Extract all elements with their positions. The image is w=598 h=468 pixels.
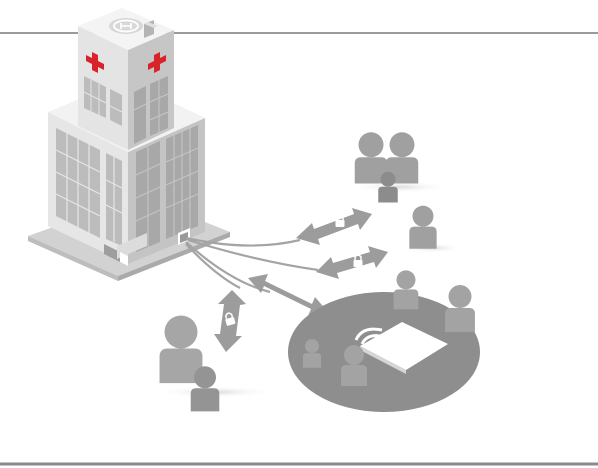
- red-cross-icon: [148, 52, 166, 73]
- helipad-icon: [109, 18, 143, 34]
- wifi-signal-icon: [354, 327, 383, 346]
- family-group: [350, 132, 450, 203]
- double-headed-arrow-icon: [316, 246, 388, 279]
- tablet-icon: [360, 322, 448, 374]
- person-icon: [445, 284, 475, 333]
- connection-lines: [185, 236, 319, 294]
- person-icon: [378, 171, 398, 203]
- individual-user: [400, 205, 464, 253]
- hospital-building-icon: [28, 8, 230, 281]
- patient-group: [156, 315, 276, 412]
- person-icon: [190, 366, 220, 412]
- padlock-icon: [334, 214, 346, 228]
- double-headed-arrow-icon: [248, 274, 328, 316]
- person-icon: [409, 205, 437, 249]
- red-cross-icon: [86, 52, 104, 73]
- double-headed-arrow-icon: [214, 290, 246, 352]
- person-icon: [302, 339, 322, 368]
- person-icon: [393, 270, 419, 310]
- person-icon: [341, 345, 367, 386]
- care-team-disc: [288, 270, 480, 412]
- double-headed-arrow-icon: [296, 208, 372, 245]
